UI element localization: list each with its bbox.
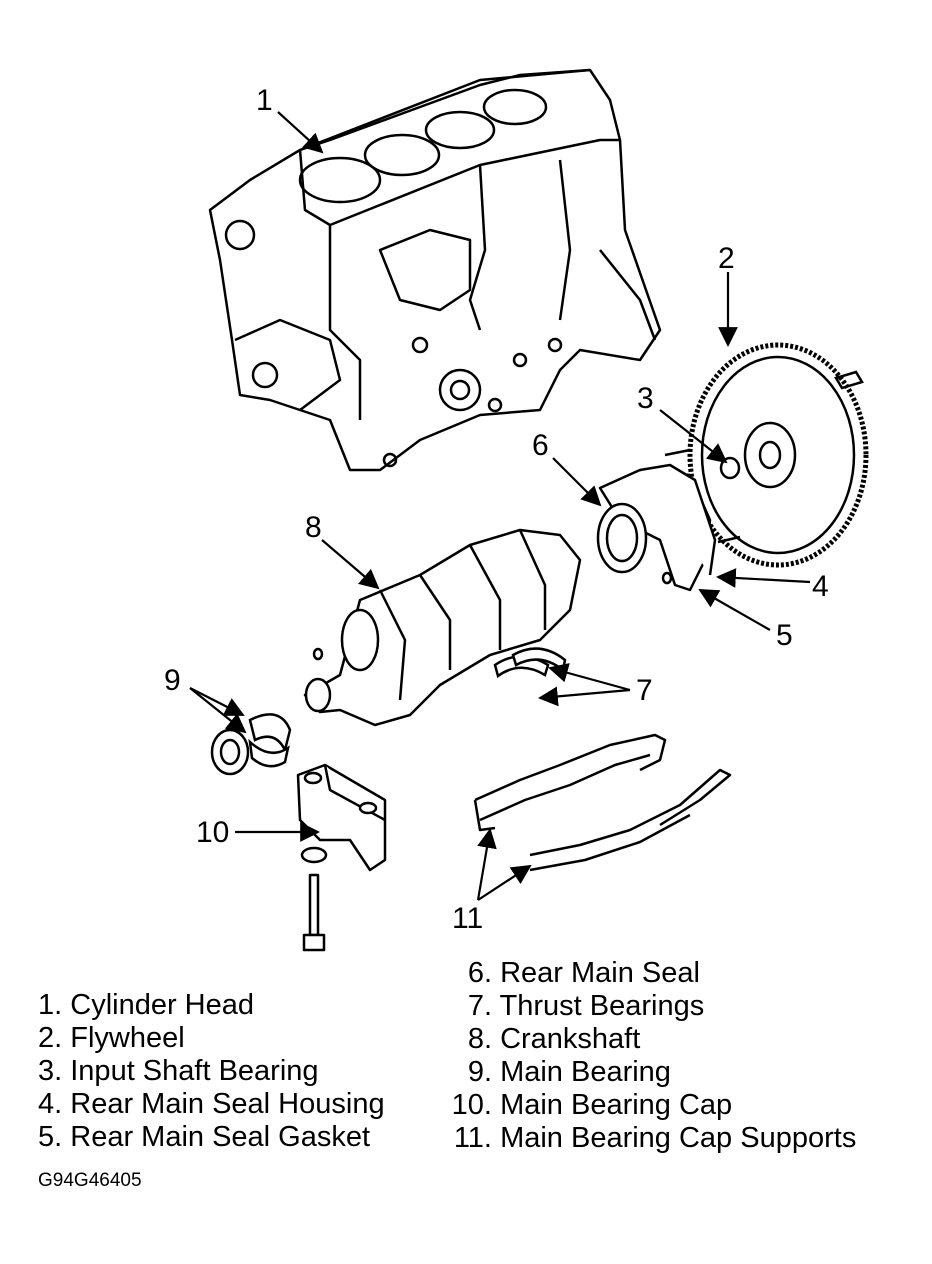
legend-item-label: Rear Main Seal xyxy=(500,957,700,989)
legend-item-number: 4. xyxy=(38,1088,63,1120)
callout-11: 11 xyxy=(452,902,483,935)
legend-item-label: Main Bearing xyxy=(500,1056,671,1088)
callout-6: 6 xyxy=(532,429,549,462)
legend-item: 5. Rear Main Seal Gasket xyxy=(38,1121,385,1154)
rear-main-seal-housing-illustration xyxy=(596,448,741,592)
legend-item-number: 7. xyxy=(467,990,492,1022)
callout-8: 8 xyxy=(305,511,322,544)
legend-item: 3. Input Shaft Bearing xyxy=(38,1055,385,1088)
callout-2: 2 xyxy=(718,242,735,275)
legend-item-label: Main Bearing Cap Supports xyxy=(500,1122,857,1154)
legend-item-label: Thrust Bearings xyxy=(499,990,705,1022)
callout-3: 3 xyxy=(637,382,654,415)
main-bearing-cap-illustration xyxy=(296,763,387,952)
legend-item-label: Rear Main Seal Housing xyxy=(70,1088,385,1120)
legend-item: 6. Rear Main Seal xyxy=(440,957,856,990)
crankshaft-illustration xyxy=(303,528,582,727)
callout-9: 9 xyxy=(164,664,181,697)
legend-item: 1. Cylinder Head xyxy=(38,989,385,1022)
legend-item: 11. Main Bearing Cap Supports xyxy=(440,1122,857,1155)
legend-item-label: Crankshaft xyxy=(500,1023,641,1055)
legend-item-number: 10. xyxy=(451,1089,492,1121)
legend-item-number: 6. xyxy=(467,957,492,989)
callout-1: 1 xyxy=(256,84,273,117)
exploded-engine-diagram: 1 2 3 4 5 6 7 8 9 10 11 xyxy=(164,68,869,952)
thrust-bearings-illustration xyxy=(493,647,567,679)
legend-item-number: 9. xyxy=(467,1056,492,1088)
legend-right-column: 6. Rear Main Seal 7. Thrust Bearings 8. … xyxy=(440,957,857,1155)
callout-4: 4 xyxy=(812,570,829,603)
legend-item-label: Rear Main Seal Gasket xyxy=(70,1121,371,1153)
legend-item: 7. Thrust Bearings xyxy=(440,990,856,1023)
legend-left-column: 1. Cylinder Head 2. Flywheel 3. Input Sh… xyxy=(38,989,385,1154)
legend-item: 9. Main Bearing xyxy=(440,1056,856,1089)
engine-block-illustration xyxy=(208,68,662,472)
main-bearing-illustration xyxy=(210,713,292,776)
legend-item-label: Main Bearing Cap xyxy=(500,1089,733,1121)
callout-5: 5 xyxy=(776,619,793,652)
legend-item-number: 5. xyxy=(38,1121,63,1153)
callout-7: 7 xyxy=(636,674,653,707)
main-bearing-cap-supports-illustration xyxy=(473,733,732,872)
callout-10: 10 xyxy=(196,816,229,849)
legend-item-label: Flywheel xyxy=(70,1022,185,1054)
flywheel-illustration xyxy=(687,342,869,568)
legend-item: 4. Rear Main Seal Housing xyxy=(38,1088,385,1121)
legend-item-number: 11. xyxy=(453,1122,492,1154)
legend-item-number: 2. xyxy=(38,1022,63,1054)
legend-item: 10. Main Bearing Cap xyxy=(440,1089,856,1122)
legend-item-label: Input Shaft Bearing xyxy=(70,1055,319,1087)
legend-item-number: 1. xyxy=(38,989,63,1021)
legend-item: 2. Flywheel xyxy=(38,1022,385,1055)
legend-item-number: 8. xyxy=(467,1023,492,1055)
legend-item-label: Cylinder Head xyxy=(70,989,255,1021)
figure-code: G94G46405 xyxy=(38,1170,142,1191)
legend-item: 8. Crankshaft xyxy=(440,1023,856,1056)
legend-item-number: 3. xyxy=(38,1055,63,1087)
callout-arrows xyxy=(189,111,811,901)
